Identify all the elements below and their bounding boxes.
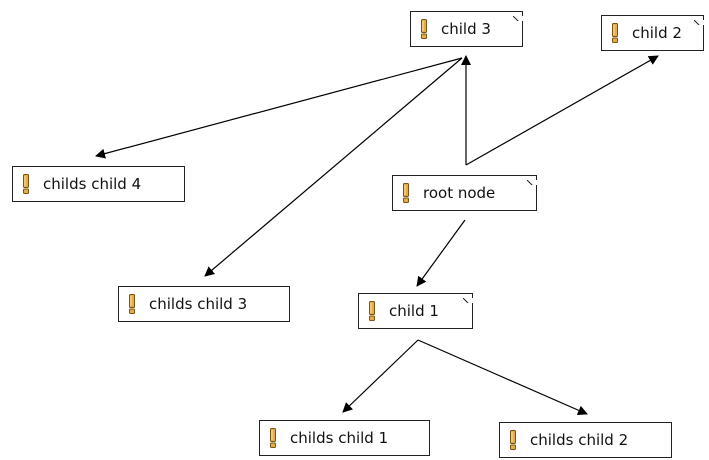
node-label: childs child 3 [149,295,248,313]
node-child3[interactable]: child 3 [410,11,523,47]
folded-corner-icon [527,175,537,185]
node-childs_child_4[interactable]: childs child 4 [12,166,185,202]
edge-root-to-child2 [465,55,659,166]
exclamation-icon [419,19,429,39]
exclamation-icon [508,430,518,450]
exclamation-icon [127,294,137,314]
node-childs_child_2[interactable]: childs child 2 [499,422,672,458]
node-label: child 3 [441,20,491,38]
exclamation-icon [21,174,31,194]
node-root[interactable]: root node [392,175,537,211]
node-childs_child_1[interactable]: childs child 1 [259,420,430,456]
edge-child1-to-childs_child_2 [417,339,588,415]
node-child1[interactable]: child 1 [358,293,473,329]
node-childs_child_3[interactable]: childs child 3 [118,286,290,322]
edge-child3-to-childs_child_4 [95,57,463,159]
node-label: child 2 [632,24,682,42]
folded-corner-icon [694,15,704,25]
node-child2[interactable]: child 2 [601,15,704,51]
exclamation-icon [610,23,620,43]
exclamation-icon [268,428,278,448]
node-label: child 1 [389,302,439,320]
edge-child3-to-childs_child_3 [204,57,463,277]
edge-child1-to-childs_child_1 [342,339,419,413]
folded-corner-icon [463,293,473,303]
node-label: root node [423,184,496,202]
node-label: childs child 1 [290,429,389,447]
exclamation-icon [367,301,377,321]
folded-corner-icon [513,11,523,21]
edge-root-to-child1 [416,219,466,287]
node-label: childs child 4 [43,175,142,193]
exclamation-icon [401,183,411,203]
node-label: childs child 2 [530,431,629,449]
